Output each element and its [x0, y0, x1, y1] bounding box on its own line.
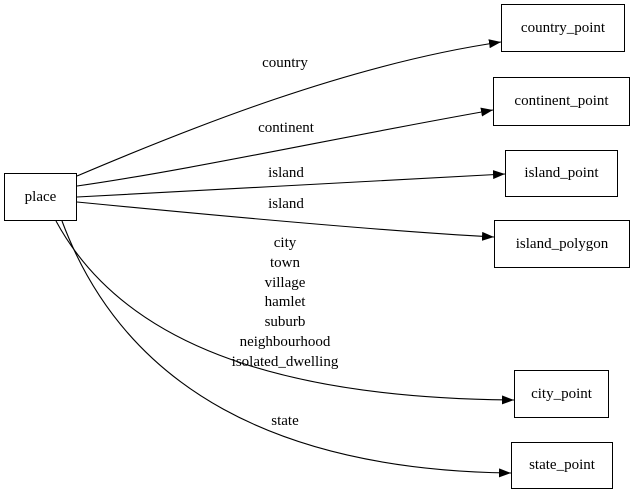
- node-continent-point-label: continent_point: [514, 93, 609, 109]
- node-continent-point: continent_point: [493, 77, 630, 126]
- edge-label-continent: continent: [258, 120, 314, 136]
- node-country-point: country_point: [501, 4, 625, 52]
- edge-place-continent-point: [76, 107, 494, 187]
- edge-label-line: suburb: [264, 314, 306, 331]
- edge-place-country-point: [76, 39, 502, 177]
- edge-label-line: hamlet: [264, 294, 306, 311]
- edge-place-island-polygon: [76, 201, 495, 241]
- edge-label-city-point: city town village hamlet suburb neighbou…: [232, 234, 339, 373]
- node-island-point-label: island_point: [524, 165, 599, 181]
- edge-place-island-point: [76, 170, 506, 198]
- edge-label-island-polygon: island: [268, 196, 304, 212]
- node-city-point: city_point: [514, 370, 609, 418]
- node-island-polygon: island_polygon: [494, 220, 630, 268]
- edge-label-line: town: [270, 254, 300, 271]
- edge-label-island-point: island: [268, 165, 304, 181]
- edge-label-line: city: [273, 235, 297, 251]
- node-place-label: place: [24, 188, 57, 205]
- node-country-point-label: country_point: [520, 19, 606, 36]
- node-place: place: [4, 173, 77, 221]
- node-island-polygon-label: island_polygon: [515, 235, 609, 252]
- edge-label-line: neighbourhood: [239, 333, 331, 350]
- edge-place-city-point: [55, 220, 515, 405]
- node-state-point-label: state_point: [529, 457, 595, 473]
- node-city-point-label: city_point: [531, 385, 592, 402]
- edge-place-state-point: [61, 220, 512, 478]
- edge-label-line: village: [264, 274, 306, 291]
- edge-label-line: isolated_dwelling: [231, 353, 339, 370]
- node-state-point: state_point: [511, 442, 613, 489]
- edge-label-state: state: [271, 413, 299, 429]
- node-island-point: island_point: [505, 150, 618, 197]
- edge-label-country: country: [262, 55, 308, 71]
